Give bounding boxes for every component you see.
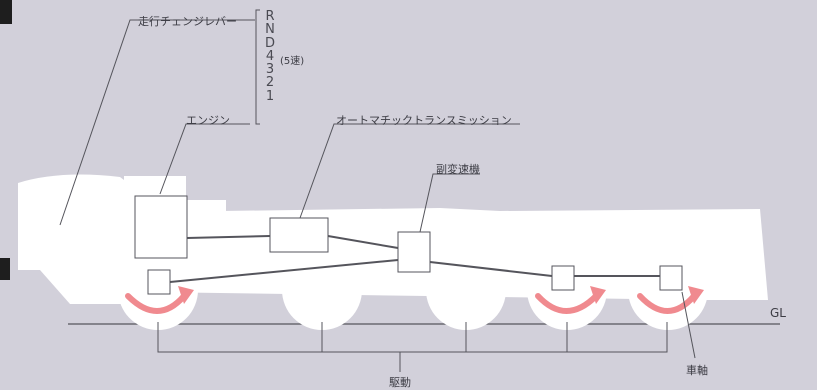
cab xyxy=(18,174,124,270)
gear-r: R xyxy=(265,9,275,24)
bumper xyxy=(40,270,124,304)
drive-arrow-1 xyxy=(125,293,187,314)
drivetrain xyxy=(134,195,683,295)
shaft-rear-1 xyxy=(429,261,553,277)
drive-arrow-5 xyxy=(637,293,697,314)
leader-transfer xyxy=(419,173,480,233)
gear-3: 3 xyxy=(265,62,275,78)
drive-label: 駆動 xyxy=(389,376,411,389)
gear-4: 4 xyxy=(265,48,275,64)
shaft-engine-trans xyxy=(186,235,271,239)
leader-engine xyxy=(159,123,250,195)
corner-tab-bottom xyxy=(0,258,10,280)
drive-shafts xyxy=(169,235,660,283)
drive-arrow-4 xyxy=(535,293,599,314)
wheel-3 xyxy=(426,250,506,330)
gear-positions: R N D 4 3 2 1 xyxy=(262,10,278,103)
transfer-box xyxy=(397,231,431,273)
gear-bracket xyxy=(255,9,260,125)
shaft-trans-transfer xyxy=(327,235,399,249)
shaft-front xyxy=(169,259,399,283)
transfer-label: 副変速機 xyxy=(436,163,480,176)
axle-label: 車軸 xyxy=(686,364,708,377)
leader-shift-lever xyxy=(59,19,255,226)
transmission-box xyxy=(269,217,329,253)
arrow-head-5 xyxy=(688,286,704,304)
arrow-head-4 xyxy=(590,286,606,304)
engine-label: エンジン xyxy=(186,114,230,127)
wheel-2 xyxy=(282,250,362,330)
arrow-heads xyxy=(178,286,704,304)
gear-d: D xyxy=(264,35,275,51)
corner-tab-top xyxy=(0,0,12,24)
gear-1: 1 xyxy=(265,88,275,104)
drive-arrows xyxy=(125,293,697,314)
drive-bracket xyxy=(157,322,668,372)
engine-bracket xyxy=(186,200,226,214)
axle-diff-5 xyxy=(659,265,683,291)
transmission-label: オートマチックトランスミッション xyxy=(336,114,512,127)
leader-axle xyxy=(681,291,696,359)
speeds-label: (5速) xyxy=(280,56,305,67)
gear-2: 2 xyxy=(265,75,275,91)
arrow-head-1 xyxy=(178,286,194,304)
leader-transmission xyxy=(299,123,520,219)
engine-block xyxy=(134,195,188,259)
axle-diff-4 xyxy=(551,265,575,291)
gl-label: GL xyxy=(770,306,786,320)
shift-lever-label: 走行チェンジレバー xyxy=(138,15,237,28)
gear-n: N xyxy=(265,22,275,38)
leader-lines xyxy=(59,19,696,372)
axle-diff-1 xyxy=(147,269,171,295)
